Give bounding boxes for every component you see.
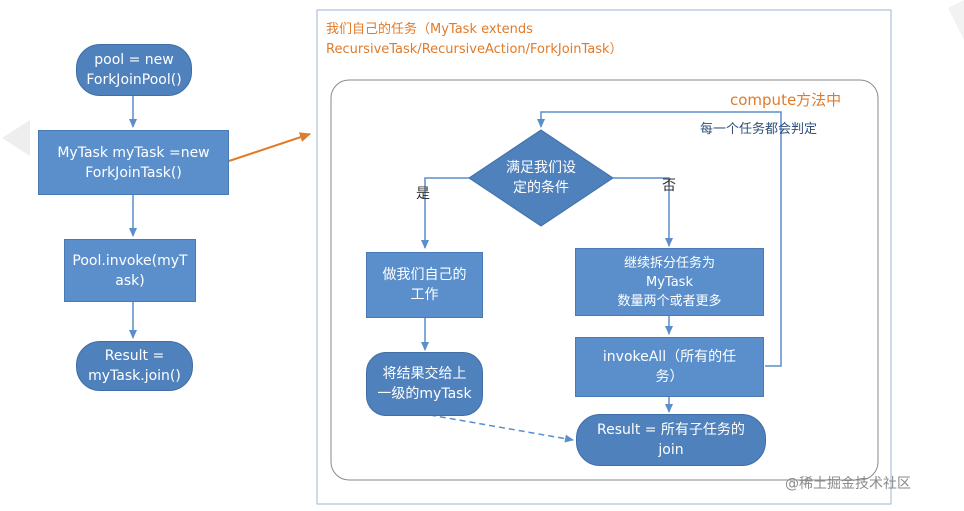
- result-node: Result = myTask.join(): [76, 341, 193, 391]
- task-box-title-line1: 我们自己的任务（MyTask extends: [326, 22, 533, 37]
- compute-box-title: compute方法中: [730, 91, 842, 109]
- outer-task-box: [316, 9, 892, 505]
- invoke-all-node: invokeAll（所有的任 务）: [575, 337, 764, 397]
- compute-box: [330, 79, 879, 481]
- arrow-mytask-to-taskbox: [228, 132, 311, 162]
- decision-text: 满足我们设 定的条件: [506, 160, 576, 196]
- arrow-submit-to-result-dashed: [429, 414, 574, 443]
- watermark: @稀土掘金技术社区: [785, 476, 911, 492]
- pool-node: pool = new ForkJoinPool(): [76, 44, 192, 96]
- loop-note: 每一个任务都会判定: [700, 122, 818, 137]
- yes-label: 是: [416, 186, 430, 202]
- split-task-node: 继续拆分任务为 MyTask 数量两个或者更多: [575, 248, 764, 316]
- no-label: 否: [662, 178, 676, 194]
- faded-chevron-left: [2, 120, 30, 156]
- task-box-title-line2: RecursiveTask/RecursiveAction/ForkJoinTa…: [326, 42, 623, 57]
- decision-diamond: [468, 129, 614, 227]
- arrow-no-branch: [613, 177, 673, 247]
- subtask-result-node: Result = 所有子任务的 join: [576, 414, 766, 466]
- submit-result-node: 将结果交给上 一级的myTask: [366, 352, 483, 416]
- faded-chevron-right: [948, 0, 964, 40]
- mytask-node: MyTask myTask =new ForkJoinTask(): [38, 130, 229, 195]
- invoke-node: Pool.invoke(myT ask): [64, 239, 196, 302]
- arrow-yes-branch: [421, 177, 469, 249]
- arrow-loop-back: [537, 111, 782, 367]
- do-own-work-node: 做我们自己的 工作: [366, 252, 483, 318]
